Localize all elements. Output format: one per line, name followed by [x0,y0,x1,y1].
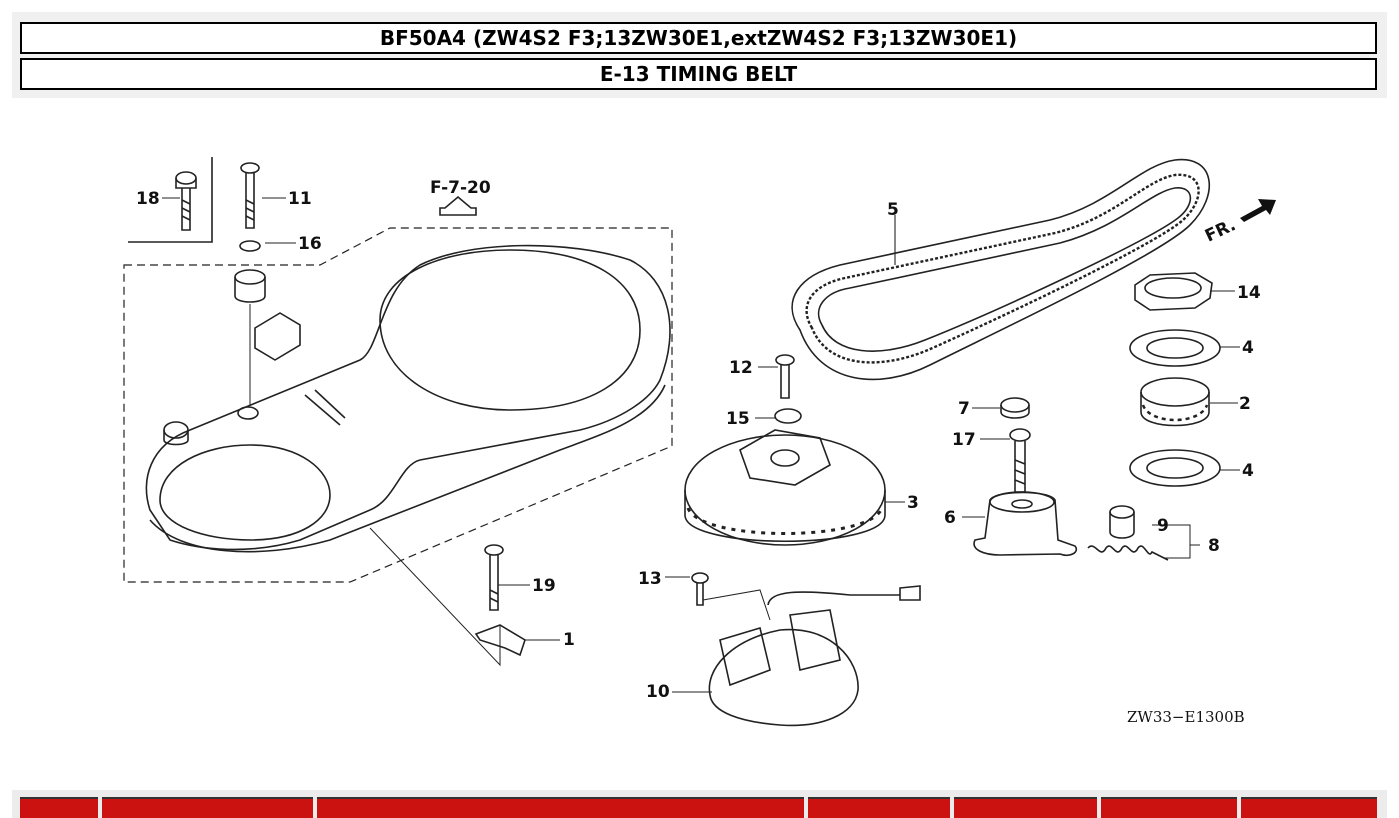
callout-leaders [162,197,1240,693]
bolt-18-bracket [128,157,213,243]
washer-15 [774,408,802,424]
pulser-coil-10 [708,585,921,727]
parts-diagram: 1 2 3 4 4 5 6 7 8 9 10 11 12 13 14 15 16… [0,100,1399,780]
grommet [234,269,266,303]
bolt-18 [175,171,197,231]
timing-belt-cover [145,244,671,551]
bolt-19 [484,544,504,611]
drive-pulley-3 [684,429,886,546]
callout-18: 18 [136,189,160,209]
timing-belt-5 [791,158,1211,381]
washer-16 [239,240,261,252]
table-header-cell-2 [102,797,313,818]
cover-hole [237,406,259,420]
table-header-cell-1 [20,797,98,818]
model-title: BF50A4 (ZW4S2 F3;13ZW30E1,extZW4S2 F3;13… [20,22,1377,54]
callout-16: 16 [298,234,322,254]
cover-lower-dome [159,444,331,541]
callout-3: 3 [907,493,919,513]
callout-13: 13 [638,569,662,589]
callout-9: 9 [1157,516,1169,536]
cover-slot [304,389,346,426]
callout-8: 8 [1208,536,1220,556]
bolt-13 [691,572,709,606]
callout-14: 14 [1237,283,1261,303]
washer-4-upper [1129,329,1221,367]
callout-2: 2 [1239,394,1251,414]
diagram-code: ZW33−E1300B [1127,708,1245,726]
table-header-cell-5 [954,797,1097,818]
callout-7: 7 [958,399,970,419]
cap-7 [1000,397,1030,419]
leader-coil [702,589,771,621]
spring-8 [1087,545,1169,561]
cover-window [254,312,301,361]
callout-1: 1 [563,630,575,650]
table-header-cell-3 [317,797,804,818]
exploded-view-drawing: 1 2 3 4 4 5 6 7 8 9 10 11 12 13 14 15 16… [123,157,1276,727]
reference-arrow-icon [439,195,477,216]
bolt-11 [240,162,260,229]
callout-10: 10 [646,682,670,702]
callout-6: 6 [944,508,956,528]
section-title: E-13 TIMING BELT [20,58,1377,90]
nut-14 [1134,272,1213,311]
table-header-cell-6 [1101,797,1237,818]
tensioner-6 [973,491,1078,557]
leader-clip [369,527,501,667]
table-header-cell-4 [808,797,950,818]
cover-lip [149,384,666,553]
callout-17: 17 [952,430,976,450]
callout-19: 19 [532,576,556,596]
cover-boss-body [163,430,189,446]
leader-bracket-8 [1152,524,1200,559]
fr-direction-arrow-icon [1240,199,1276,222]
collar-9 [1109,505,1135,539]
callout-12: 12 [729,358,753,378]
callout-15: 15 [726,409,750,429]
cover-dashed-outline [123,227,673,583]
cover-boss [163,421,189,439]
reference-label: F-7-20 [430,178,491,198]
callout-11: 11 [288,189,312,209]
direction-label: FR. [1202,215,1239,246]
table-header-cell-7 [1241,797,1377,818]
callout-5: 5 [887,200,899,220]
pulley-2 [1140,377,1210,427]
bolt-12 [775,354,795,399]
callout-4-lower: 4 [1242,461,1254,481]
callout-4-upper: 4 [1242,338,1254,358]
bolt-17 [1009,428,1031,493]
washer-4-lower [1129,449,1221,487]
cover-upper-dome [379,249,641,411]
